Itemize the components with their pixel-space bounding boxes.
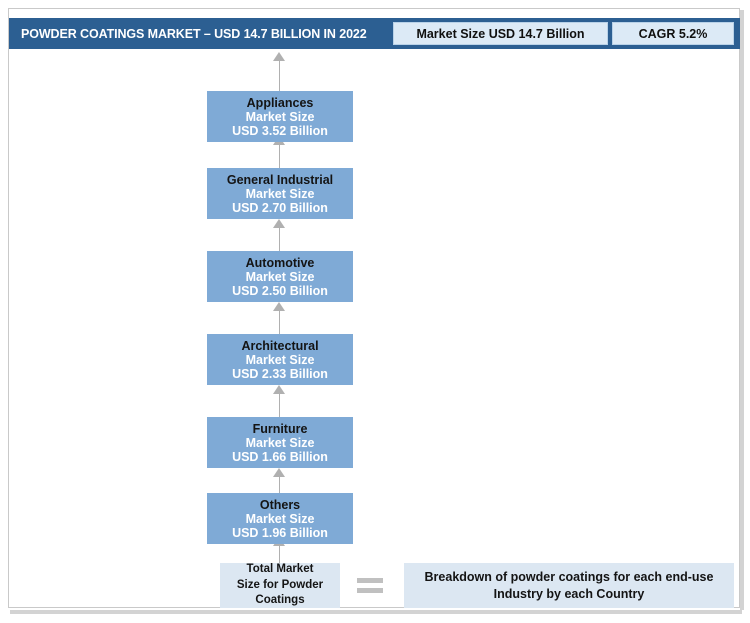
connector-line-1 [279, 142, 280, 172]
arrow-up-icon-3 [273, 302, 285, 311]
segment-metric: Market Size [245, 511, 315, 526]
segment-metric: Market Size [245, 352, 315, 367]
connector-line-5 [279, 474, 280, 504]
segment-box-automotive[interactable]: Automotive Market Size USD 2.50 Billion [207, 251, 353, 302]
segment-name: Architectural [241, 338, 319, 353]
arrow-up-icon-4 [273, 385, 285, 394]
arrow-up-icon-top [273, 52, 285, 61]
market-size-badge: Market Size USD 14.7 Billion [393, 22, 608, 45]
segment-box-others[interactable]: Others Market Size USD 1.96 Billion [207, 493, 353, 544]
segment-box-furniture[interactable]: Furniture Market Size USD 1.66 Billion [207, 417, 353, 468]
connector-line-2 [279, 225, 280, 255]
segment-value: USD 2.33 Billion [232, 366, 328, 381]
page-title: POWDER COATINGS MARKET – USD 14.7 BILLIO… [21, 26, 367, 41]
segment-value: USD 3.52 Billion [232, 123, 328, 138]
cagr-badge: CAGR 5.2% [612, 22, 734, 45]
connector-line-bottom [279, 543, 280, 569]
segment-metric: Market Size [245, 269, 315, 284]
segment-name: General Industrial [226, 172, 334, 187]
footer-breakdown-line-2: Industry by each Country [493, 586, 645, 601]
arrow-up-icon-5 [273, 468, 285, 477]
outer-frame [8, 8, 740, 608]
segment-name: Others [259, 497, 301, 512]
segment-name: Appliances [246, 95, 314, 110]
arrow-up-icon-2 [273, 219, 285, 228]
footer-total-line-3: Coatings [255, 594, 305, 607]
segment-value: USD 1.66 Billion [232, 449, 328, 464]
connector-line-top [279, 58, 280, 91]
segment-name: Furniture [252, 421, 308, 436]
frame-shadow-right [740, 10, 744, 610]
footer-breakdown-box: Breakdown of powder coatings for each en… [404, 563, 734, 608]
segment-metric: Market Size [245, 109, 315, 124]
footer-total-line-2: Size for Powder [236, 578, 324, 591]
frame-shadow-bottom [10, 610, 742, 614]
footer-breakdown-line-1: Breakdown of powder coatings for each en… [424, 569, 714, 584]
segment-value: USD 2.50 Billion [232, 283, 328, 298]
connector-line-4 [279, 391, 280, 421]
segment-name: Automotive [245, 255, 315, 270]
segment-metric: Market Size [245, 435, 315, 450]
segment-box-general-industrial[interactable]: General Industrial Market Size USD 2.70 … [207, 168, 353, 219]
segment-value: USD 1.96 Billion [232, 525, 328, 540]
segment-metric: Market Size [245, 186, 315, 201]
connector-line-3 [279, 308, 280, 338]
segment-box-architectural[interactable]: Architectural Market Size USD 2.33 Billi… [207, 334, 353, 385]
equals-icon [357, 578, 383, 594]
footer-total-market-box: Total Market Size for Powder Coatings [220, 563, 340, 608]
footer-total-line-1: Total Market [246, 563, 314, 576]
segment-value: USD 2.70 Billion [232, 200, 328, 215]
segment-box-appliances[interactable]: Appliances Market Size USD 3.52 Billion [207, 91, 353, 142]
